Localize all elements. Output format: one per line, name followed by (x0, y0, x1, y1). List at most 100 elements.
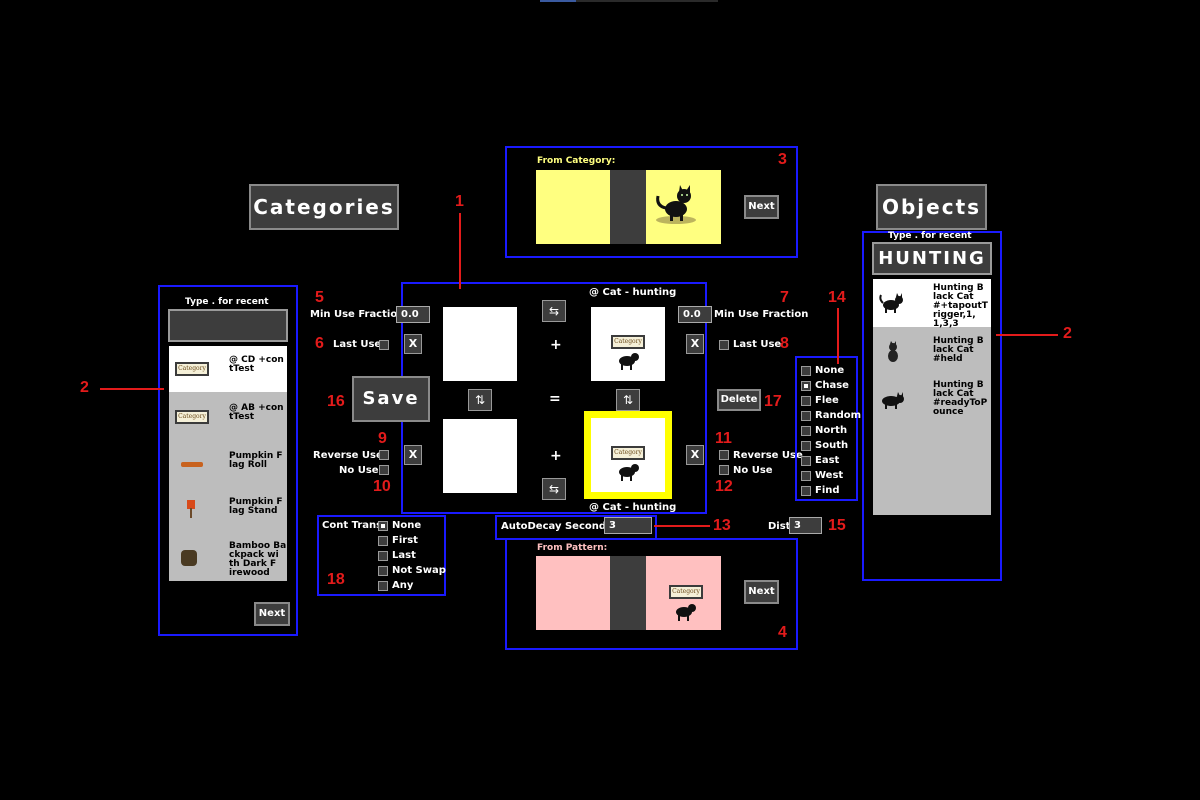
min-use-fraction-right-input[interactable]: 0.0 (678, 306, 712, 323)
min-use-fraction-right-label: Min Use Fraction (714, 309, 809, 320)
move-option-label: Find (815, 485, 840, 496)
objects-button[interactable]: Objects (876, 184, 987, 230)
annotation-16: 16 (327, 393, 345, 410)
from-category-frame (505, 146, 798, 258)
list-item-label: Pumpkin F lag Stand (229, 497, 283, 516)
save-button[interactable]: Save (352, 376, 430, 422)
left-results-list: Category @ CD +con tTest Category @ AB +… (169, 346, 287, 581)
delete-button[interactable]: Delete (717, 389, 761, 411)
category-badge-icon: Category (669, 585, 703, 599)
move-option-random-checkbox[interactable] (801, 411, 811, 421)
move-option-find-checkbox[interactable] (801, 486, 811, 496)
crouching-cat-icon (882, 392, 904, 409)
list-item[interactable]: Hunting B lack Cat #readyToP ounce (873, 375, 991, 421)
black-cat-icon (656, 185, 696, 224)
right-search-input[interactable]: HUNTING (872, 242, 992, 275)
new-target-slot[interactable]: Category (584, 411, 672, 499)
move-option-east-checkbox[interactable] (801, 456, 811, 466)
no-use-right-checkbox[interactable] (719, 465, 729, 475)
move-option-label: West (815, 470, 844, 481)
new-actor-slot[interactable] (443, 419, 517, 493)
cont-trans-option-label: First (392, 535, 418, 546)
move-option-chase-checkbox[interactable] (801, 381, 811, 391)
list-item[interactable]: Pumpkin F lag Roll (169, 442, 287, 488)
annotation-13-line (654, 525, 710, 527)
move-option-label: North (815, 425, 848, 436)
cont-trans-not-swap-checkbox[interactable] (378, 566, 388, 576)
move-option-flee-checkbox[interactable] (801, 396, 811, 406)
annotation-13: 13 (713, 517, 731, 534)
autodecay-input[interactable]: 3 (604, 517, 652, 534)
reverse-use-right-checkbox[interactable] (719, 450, 729, 460)
actor-slot[interactable] (443, 307, 517, 381)
move-option-west-checkbox[interactable] (801, 471, 811, 481)
from-pattern-frame (505, 538, 798, 650)
cont-trans-first-checkbox[interactable] (378, 536, 388, 546)
equals-sign: = (549, 391, 561, 407)
annotation-15: 15 (828, 517, 846, 534)
list-item[interactable]: Pumpkin F lag Stand (169, 488, 287, 534)
cont-trans-option-label: Any (392, 580, 414, 591)
cont-trans-last-checkbox[interactable] (378, 551, 388, 561)
from-pattern-next-button[interactable]: Next (744, 580, 779, 604)
last-use-right-checkbox[interactable] (719, 340, 729, 350)
right-search-panel-frame (862, 231, 1002, 581)
from-category-next-button[interactable]: Next (744, 195, 779, 219)
annotation-6: 6 (315, 335, 324, 352)
swap-vertical-right-button[interactable]: ⇅ (616, 389, 640, 411)
min-use-fraction-left-label: Min Use Fraction (310, 309, 405, 320)
clear-target-button[interactable]: X (686, 334, 704, 354)
from-category-preview (536, 170, 721, 244)
move-option-none-checkbox[interactable] (801, 366, 811, 376)
annotation-2-right: 2 (1063, 325, 1072, 342)
categories-button[interactable]: Categories (249, 184, 399, 230)
annotation-12: 12 (715, 478, 733, 495)
move-option-label: East (815, 455, 840, 466)
cont-trans-none-checkbox[interactable] (378, 521, 388, 531)
annotation-14: 14 (828, 289, 846, 306)
cont-trans-any-checkbox[interactable] (378, 581, 388, 591)
swap-horizontal-top-button[interactable]: ⇆ (542, 300, 566, 322)
target-slot[interactable]: Category (591, 307, 665, 381)
black-cat-icon (879, 293, 903, 313)
swap-vertical-left-button[interactable]: ⇅ (468, 389, 492, 411)
move-option-south-checkbox[interactable] (801, 441, 811, 451)
flag-roll-icon (181, 462, 203, 467)
list-item[interactable]: Category @ AB +con tTest (169, 394, 287, 440)
move-option-north-checkbox[interactable] (801, 426, 811, 436)
clear-actor-button[interactable]: X (404, 334, 422, 354)
list-item[interactable]: Hunting B lack Cat #+tapoutT rigger,1, 1… (873, 279, 991, 329)
no-use-left-label: No Use (339, 465, 379, 476)
right-recent-hint: Type . for recent (888, 231, 972, 241)
target-top-label: @ Cat - hunting (589, 287, 677, 298)
no-use-left-checkbox[interactable] (379, 465, 389, 475)
from-category-label: From Category: (537, 156, 616, 166)
sitting-cat-icon (888, 341, 898, 362)
last-use-left-checkbox[interactable] (379, 340, 389, 350)
list-item[interactable]: Category @ CD +con tTest (169, 346, 287, 392)
reverse-use-left-checkbox[interactable] (379, 450, 389, 460)
left-search-panel-frame (158, 285, 298, 636)
swap-horizontal-bottom-button[interactable]: ⇆ (542, 478, 566, 500)
move-option-label: Chase (815, 380, 849, 391)
clear-new-target-button[interactable]: X (686, 445, 704, 465)
backpack-icon (181, 550, 197, 566)
left-next-button[interactable]: Next (254, 602, 290, 626)
clear-new-actor-button[interactable]: X (404, 445, 422, 465)
last-use-left-label: Last Use (333, 339, 382, 350)
category-badge-icon: Category (611, 446, 645, 460)
annotation-18: 18 (327, 571, 345, 588)
min-use-fraction-left-input[interactable]: 0.0 (396, 306, 430, 323)
left-search-input[interactable] (168, 309, 288, 342)
left-recent-hint: Type . for recent (185, 297, 269, 307)
autodecay-label: AutoDecay Seconds (501, 521, 612, 532)
annotation-3: 3 (778, 151, 787, 168)
dist-input[interactable]: 3 (789, 517, 822, 534)
annotation-8: 8 (780, 335, 789, 352)
list-item[interactable]: Bamboo Ba ckpack wi th Dark F irewood (169, 536, 287, 582)
list-item[interactable]: Hunting B lack Cat #held (873, 329, 991, 375)
list-item-label: Hunting B lack Cat #+tapoutT rigger,1, 1… (933, 283, 988, 329)
cont-trans-label: Cont Trans (322, 520, 383, 531)
annotation-11: 11 (715, 430, 732, 447)
annotation-5: 5 (315, 289, 324, 306)
